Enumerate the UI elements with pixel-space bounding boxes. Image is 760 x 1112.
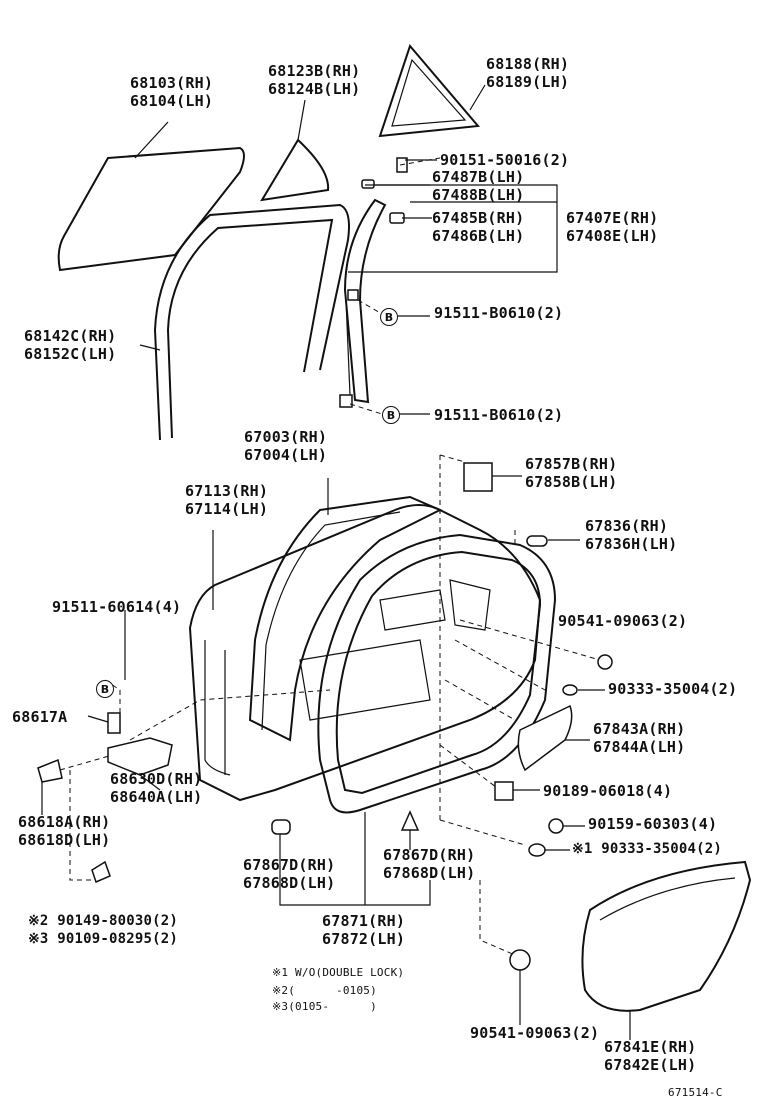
door-trim-panel: [581, 860, 752, 1012]
label-90541-a: 90541-09063(2): [558, 612, 688, 630]
label-67485b: 67485B(RH)67486B(LH): [432, 209, 525, 245]
hinge-68630: [107, 737, 173, 776]
bolt-90149: [91, 860, 111, 884]
quarter-glass: [260, 138, 330, 202]
cover-67843: [517, 704, 573, 772]
label-67841e: 67841E(RH)67842E(LH): [604, 1038, 697, 1074]
clip-67487: [361, 179, 375, 189]
label-90541-b: 90541-09063(2): [470, 1024, 600, 1042]
label-67867d-a: 67867D(RH)67868D(LH): [243, 856, 336, 892]
label-68630d: 68630D(RH)68640A(LH): [110, 770, 203, 806]
division-bar: [343, 198, 387, 404]
label-67836: 67836(RH)67836H(LH): [585, 517, 678, 553]
door-glass: [57, 146, 245, 272]
label-67857b: 67857B(RH)67858B(LH): [525, 455, 618, 491]
clip-67485: [389, 212, 405, 224]
label-90151: 90151-50016(2): [440, 151, 570, 169]
footnote-2: ※2( -0105): [272, 984, 377, 997]
callout-b-1: B: [380, 308, 398, 326]
label-90149: ※2 90149-80030(2)※3 90109-08295(2): [28, 913, 178, 947]
plug-90541-a: [597, 654, 613, 670]
label-90189: 90189-06018(4): [543, 782, 673, 800]
diagram-code: 671514-C: [668, 1086, 723, 1099]
label-90333-a: 90333-35004(2): [608, 680, 738, 698]
label-67487b: 67487B(LH)67488B(LH): [432, 168, 525, 204]
label-67871: 67871(RH)67872(LH): [322, 912, 406, 948]
label-91511-60614: 91511-60614(4): [52, 598, 182, 616]
screw-90159: [548, 818, 564, 834]
label-67003: 67003(RH)67004(LH): [244, 428, 328, 464]
plug-90333-b: [528, 843, 546, 857]
label-91511-b0610-b: 91511-B0610(2): [434, 406, 564, 424]
label-67867d-b: 67867D(RH)67868D(LH): [383, 846, 476, 882]
footnote-1: ※1 W/O(DOUBLE LOCK): [272, 966, 405, 979]
clip-67836: [526, 535, 548, 547]
clip-67867-b: [400, 810, 420, 831]
label-68142c: 68142C(RH)68152C(LH): [24, 327, 117, 363]
label-68618a: 68618A(RH)68618D(LH): [18, 813, 111, 849]
footnote-3: ※3(0105- ): [272, 1000, 377, 1013]
part-68617: [107, 712, 121, 734]
label-67843a: 67843A(RH)67844A(LH): [593, 720, 686, 756]
callout-b-2: B: [382, 406, 400, 424]
label-90159: 90159-60303(4): [588, 815, 718, 833]
door-panel: [188, 504, 542, 802]
plug-90541-b: [509, 949, 531, 971]
clip-90189: [494, 781, 514, 801]
label-91511-b0610-a: 91511-B0610(2): [434, 304, 564, 322]
hinge-68618: [37, 758, 63, 783]
bolt-b1: [347, 289, 359, 301]
label-68188: 68188(RH)68189(LH): [486, 55, 570, 91]
label-67407e: 67407E(RH)67408E(LH): [566, 209, 659, 245]
bolt-b2: [339, 394, 353, 408]
label-68123b: 68123B(RH)68124B(LH): [268, 62, 361, 98]
cover-67857: [463, 462, 493, 492]
label-68103: 68103(RH)68104(LH): [130, 74, 214, 110]
label-90333-b: ※1 90333-35004(2): [572, 841, 722, 857]
door-weatherstrip: [317, 533, 557, 814]
run-channel: [153, 203, 350, 441]
label-68617a: 68617A: [12, 708, 68, 726]
label-67113: 67113(RH)67114(LH): [185, 482, 269, 518]
plug-90333-a: [562, 684, 578, 696]
clip-67867-a: [271, 819, 291, 835]
quarter-window-frame: [378, 44, 480, 138]
callout-b-3: B: [96, 680, 114, 698]
